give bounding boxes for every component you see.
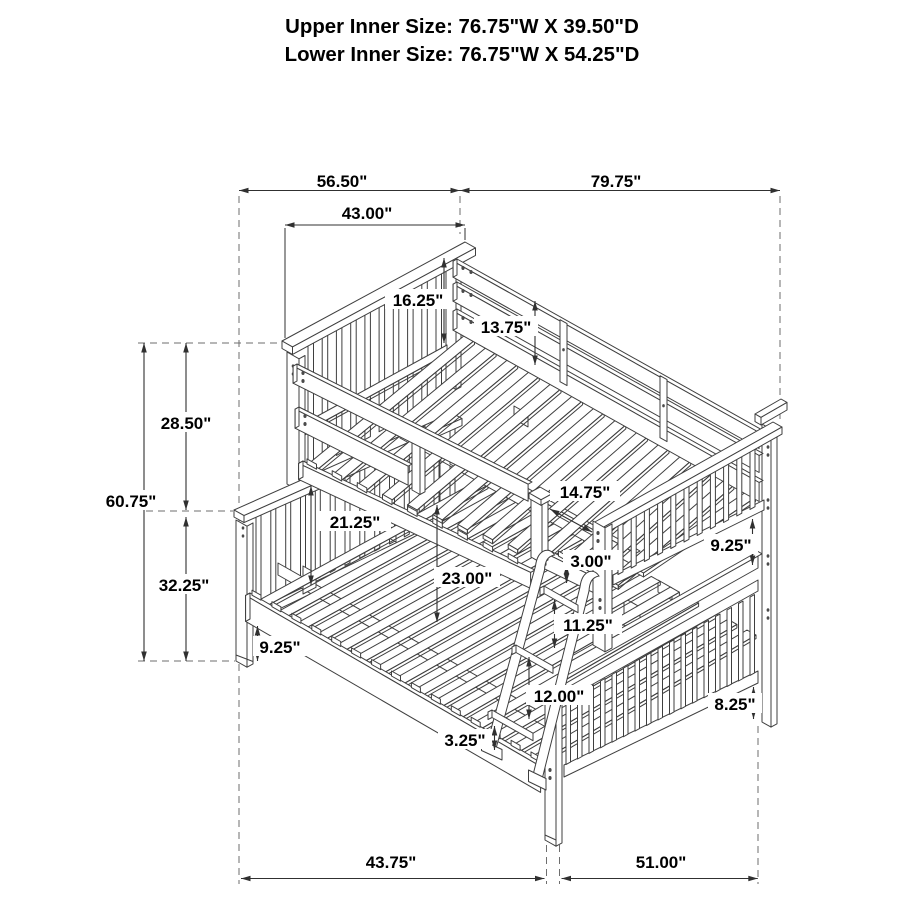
svg-text:14.75": 14.75" [560, 483, 611, 502]
svg-text:Lower Inner Size: 76.75"W X 54: Lower Inner Size: 76.75"W X 54.25"D [285, 44, 640, 66]
svg-text:32.25": 32.25" [159, 576, 210, 595]
svg-text:28.50": 28.50" [161, 414, 212, 433]
svg-text:51.00": 51.00" [636, 853, 687, 872]
svg-text:3.00": 3.00" [570, 552, 611, 571]
svg-text:Upper Inner Size: 76.75"W X 39: Upper Inner Size: 76.75"W X 39.50"D [285, 16, 639, 38]
svg-text:79.75": 79.75" [591, 172, 642, 191]
svg-text:21.25": 21.25" [330, 513, 381, 532]
svg-text:16.25": 16.25" [393, 291, 444, 310]
svg-text:43.00": 43.00" [342, 204, 393, 223]
svg-text:43.75": 43.75" [366, 853, 417, 872]
svg-text:13.75": 13.75" [481, 318, 532, 337]
svg-text:3.25": 3.25" [444, 731, 485, 750]
svg-text:60.75": 60.75" [106, 492, 157, 511]
svg-text:11.25": 11.25" [563, 616, 613, 635]
svg-text:9.25": 9.25" [710, 536, 751, 555]
svg-text:12.00": 12.00" [534, 687, 585, 706]
svg-text:8.25": 8.25" [714, 695, 755, 714]
svg-text:23.00": 23.00" [442, 569, 493, 588]
svg-text:9.25": 9.25" [259, 638, 300, 657]
svg-text:56.50": 56.50" [317, 172, 368, 191]
